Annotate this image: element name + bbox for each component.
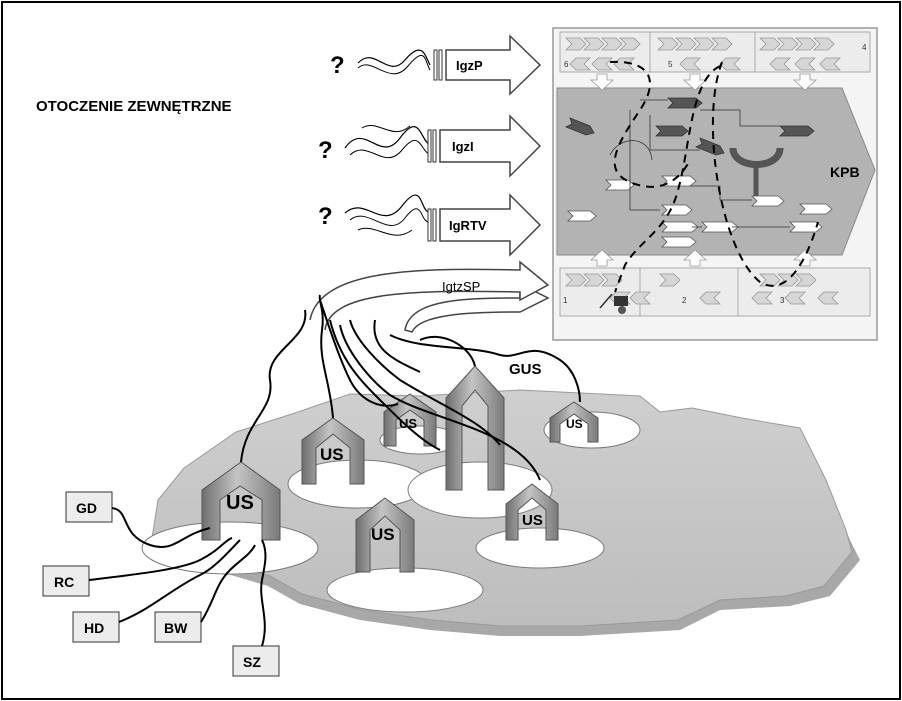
office-label: US (566, 417, 583, 431)
signal-wave (357, 54, 431, 75)
input-arrow (439, 114, 542, 178)
svg-text:SZ: SZ (243, 654, 261, 670)
input-label-igrtv: IgRTV (449, 218, 487, 233)
signal-wave (357, 49, 431, 67)
zone-number: 2 (682, 296, 687, 305)
office-label: US (320, 445, 344, 464)
filter-bar (433, 49, 438, 81)
process-arrows-dark (565, 97, 815, 156)
signal-wave (349, 208, 429, 226)
svg-text:BW: BW (164, 620, 188, 636)
filter-bar (427, 129, 432, 163)
input-arrow (439, 193, 542, 257)
input-arrow (445, 34, 542, 96)
zone-number: 6 (564, 60, 569, 69)
office-arch: US (355, 497, 415, 573)
zone-connectors (589, 73, 818, 267)
machinery-icon (599, 293, 628, 314)
input-label-igzp: IgzP (456, 58, 483, 73)
office-arch-large: US (201, 461, 281, 541)
process-arrows-white (567, 175, 833, 248)
zone-number: 3 (780, 296, 785, 305)
office-label: US (522, 512, 543, 529)
input-row-igzi: ? IgzI (318, 114, 542, 178)
data-flow-lines (240, 294, 581, 481)
svg-text:GD: GD (76, 500, 97, 516)
input-label-igtzsp: IgtzSP (442, 279, 480, 294)
input-row-igrtv: ? IgRTV (318, 193, 542, 257)
feedback-loops (609, 60, 819, 293)
source-rc: RC (42, 565, 90, 597)
office-arch: US (301, 417, 365, 485)
filter-bar (438, 49, 443, 81)
signal-wave (361, 125, 411, 133)
filter-bar (427, 208, 432, 242)
question-mark: ? (330, 52, 345, 79)
chevron-row-bottom (565, 273, 839, 305)
input-label-igzi: IgzI (452, 139, 474, 154)
filter-bar (432, 129, 437, 163)
source-lines (88, 507, 267, 647)
office-label: US (371, 525, 395, 544)
merge-symbol (729, 147, 784, 168)
zone-number: 1 (563, 296, 568, 305)
question-mark: ? (318, 137, 333, 164)
office-arch: US (549, 401, 599, 443)
svg-text:HD: HD (84, 620, 104, 636)
kpb-system: 1 2 3 4 5 6 KPB (552, 27, 878, 341)
source-hd: HD (72, 611, 120, 643)
gus-label: GUS (509, 361, 542, 378)
zone-number: 4 (862, 43, 867, 52)
source-gd: GD (65, 491, 113, 523)
question-mark: ? (318, 203, 333, 230)
office-arch: US (505, 483, 559, 541)
office-label: US (226, 492, 254, 514)
office-arch-gus: GUS (445, 361, 542, 491)
chevron-row-top (565, 37, 841, 71)
region-map (141, 389, 860, 636)
heading-otoczenie: OTOCZENIE ZEWNĘTRZNE (36, 98, 232, 115)
signal-wave (344, 126, 431, 149)
source-sz: SZ (232, 645, 280, 677)
input-igtzsp: IgtzSP (309, 260, 550, 333)
signal-wave (357, 227, 413, 236)
svg-text:RC: RC (54, 574, 74, 590)
zone-number: 5 (668, 60, 673, 69)
zone-numbers: 1 2 3 4 5 6 (563, 43, 867, 305)
office-label: US (399, 416, 417, 431)
curved-arrow-outer (309, 260, 550, 331)
input-row-igzp: ? IgzP (330, 34, 542, 96)
source-bw: BW (154, 611, 202, 643)
kpb-label: KPB (830, 164, 860, 180)
office-arch: US (383, 393, 437, 447)
signal-wave (344, 194, 429, 217)
filter-bar (432, 208, 437, 242)
signal-wave (349, 140, 431, 159)
